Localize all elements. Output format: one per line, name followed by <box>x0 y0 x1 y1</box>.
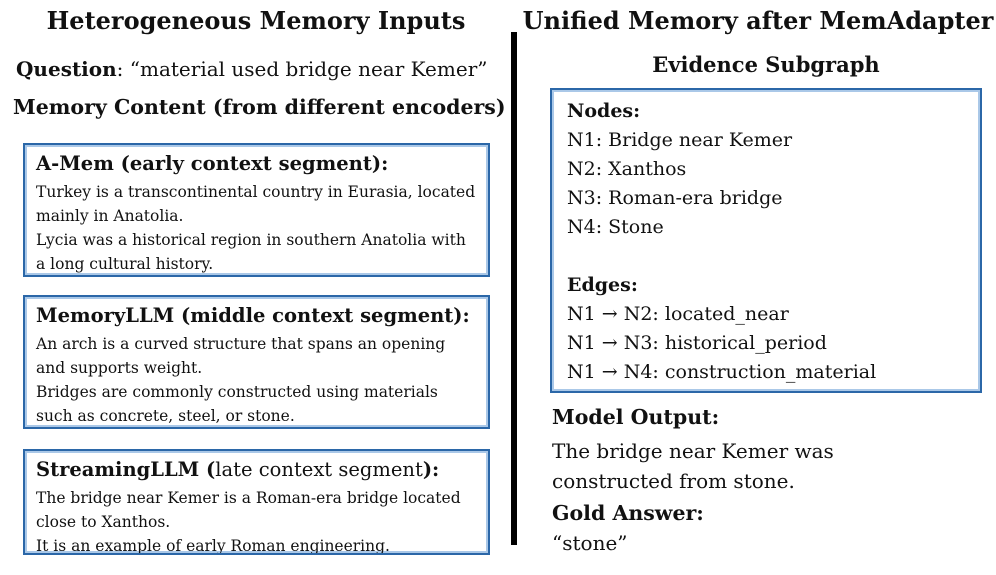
heterogeneous-memory-panel: Heterogeneous Memory Inputs Question: “m… <box>13 6 506 555</box>
memory-content-heading: Memory Content (from different encoders) <box>13 95 506 119</box>
memory-box-amem-text-line: Turkey is a transcontinental country in … <box>36 183 476 225</box>
edges-label: Edges: <box>567 274 638 296</box>
memory-box-memoryllm-title: MemoryLLM (middle context segment): <box>36 303 478 329</box>
node-item: N4: Stone <box>567 216 664 238</box>
node-item: N1: Bridge near Kemer <box>567 129 793 151</box>
memory-box-memoryllm-text-line: An arch is a curved structure that spans… <box>36 335 446 377</box>
model-output-label: Model Output: <box>552 405 720 429</box>
edge-item: N1 → N3: historical_period <box>567 332 827 354</box>
edge-item: N1 → N4: construction_material <box>567 361 877 383</box>
memory-box-amem-text-line: Lycia was a historical region in souther… <box>36 231 466 273</box>
memory-box-streamingllm: StreamingLLM (late context segment): The… <box>23 449 490 555</box>
memory-box-streamingllm-title: StreamingLLM (late context segment): <box>36 457 478 483</box>
nodes-edges-gap <box>567 242 966 271</box>
gold-answer-label: Gold Answer: <box>552 501 704 525</box>
right-panel-title: Unified Memory after MemAdapter <box>522 6 994 35</box>
node-item: N2: Xanthos <box>567 158 687 180</box>
memory-box-amem-title: A-Mem (early context segment): <box>36 151 478 177</box>
memory-box-memoryllm-text-line: Bridges are commonly constructed using m… <box>36 383 438 425</box>
memory-box-streamingllm-text-line: It is an example of early Roman engineer… <box>36 537 390 555</box>
memory-box-memoryllm: MemoryLLM (middle context segment): An a… <box>23 295 490 429</box>
memory-box-amem-title-bold: A-Mem (early context segment): <box>36 152 389 175</box>
question-label: Question <box>16 57 117 81</box>
memory-box-streamingllm-title-bold-end: ): <box>422 458 440 481</box>
edge-item: N1 → N2: located_near <box>567 303 789 325</box>
node-item: N3: Roman-era bridge <box>567 187 783 209</box>
question-line: Question: “material used bridge near Kem… <box>16 57 506 81</box>
gold-answer-text: “stone” <box>552 531 628 555</box>
evidence-subgraph-title: Evidence Subgraph <box>652 52 880 77</box>
memory-box-memoryllm-title-bold: MemoryLLM (middle context segment): <box>36 304 470 327</box>
memory-box-amem: A-Mem (early context segment): Turkey is… <box>23 143 490 277</box>
vertical-divider <box>511 32 517 545</box>
left-panel-title: Heterogeneous Memory Inputs <box>46 6 466 35</box>
evidence-subgraph-box: Nodes: N1: Bridge near Kemer N2: Xanthos… <box>550 88 982 393</box>
memory-box-streamingllm-text-line: The bridge near Kemer is a Roman-era bri… <box>36 489 461 531</box>
model-output-text: The bridge near Kemer was constructed fr… <box>552 439 834 493</box>
nodes-label: Nodes: <box>567 100 641 122</box>
unified-memory-panel: Unified Memory after MemAdapter Evidence… <box>520 0 996 575</box>
memory-box-streamingllm-title-bold: StreamingLLM ( <box>36 458 216 481</box>
question-text: : “material used bridge near Kemer” <box>116 57 488 81</box>
memory-box-streamingllm-title-regular: late context segment <box>215 458 423 481</box>
